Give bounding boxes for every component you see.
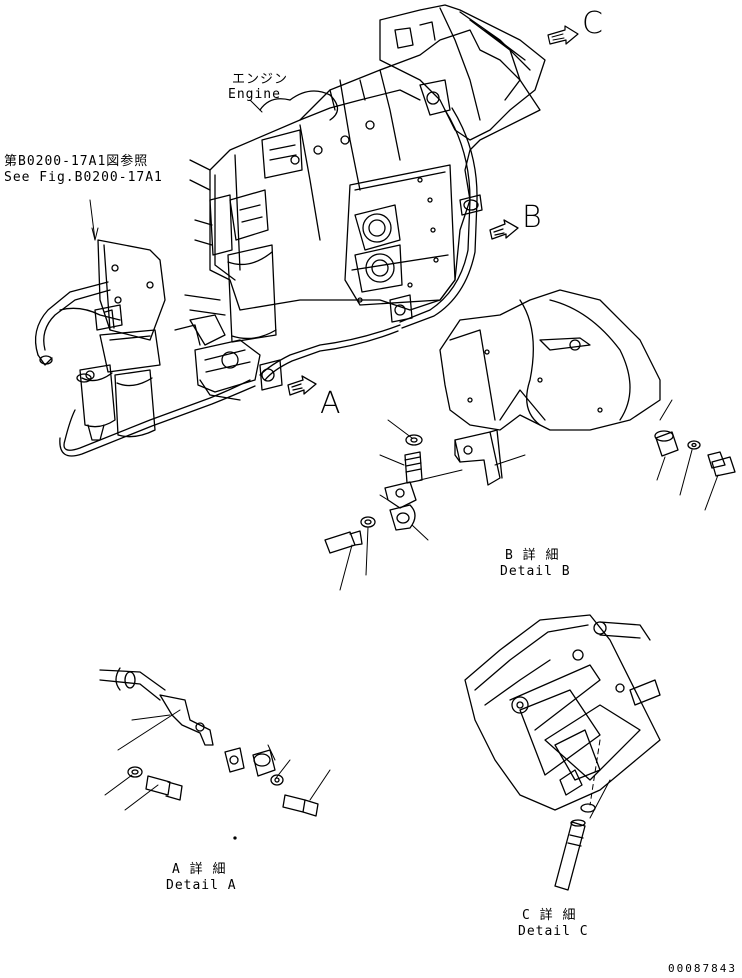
leader-lines — [89, 99, 263, 241]
arrow-label-a: A — [320, 386, 341, 421]
drawing-code: 00087843 — [668, 962, 737, 975]
detail-a — [99, 667, 331, 817]
fig-ref-label-en: See Fig.B0200-17A1 — [4, 170, 163, 185]
detail-b-label-ja: B 詳 細 — [505, 548, 560, 563]
engine-label-ja: エンジン — [232, 72, 289, 87]
detail-a-label-ja: A 詳 細 — [172, 862, 227, 877]
engine-body — [184, 29, 541, 343]
detail-a-label-en: Detail A — [166, 878, 237, 893]
upper-bracket-assembly — [379, 4, 546, 141]
detail-c — [464, 614, 661, 891]
fig-ref-label-ja: 第B0200-17A1図参照 — [4, 154, 149, 169]
filter-assembly — [34, 239, 166, 441]
engine-label-en: Engine — [228, 87, 281, 102]
detail-b-label-en: Detail B — [500, 564, 571, 579]
detail-c-label-ja: C 詳 細 — [522, 908, 577, 923]
view-arrows — [287, 25, 579, 396]
detail-b — [324, 289, 736, 591]
arrow-label-b: B — [522, 200, 542, 235]
detail-c-label-en: Detail C — [518, 924, 589, 939]
pump-area — [174, 314, 283, 401]
arrow-label-c: C — [582, 6, 603, 41]
